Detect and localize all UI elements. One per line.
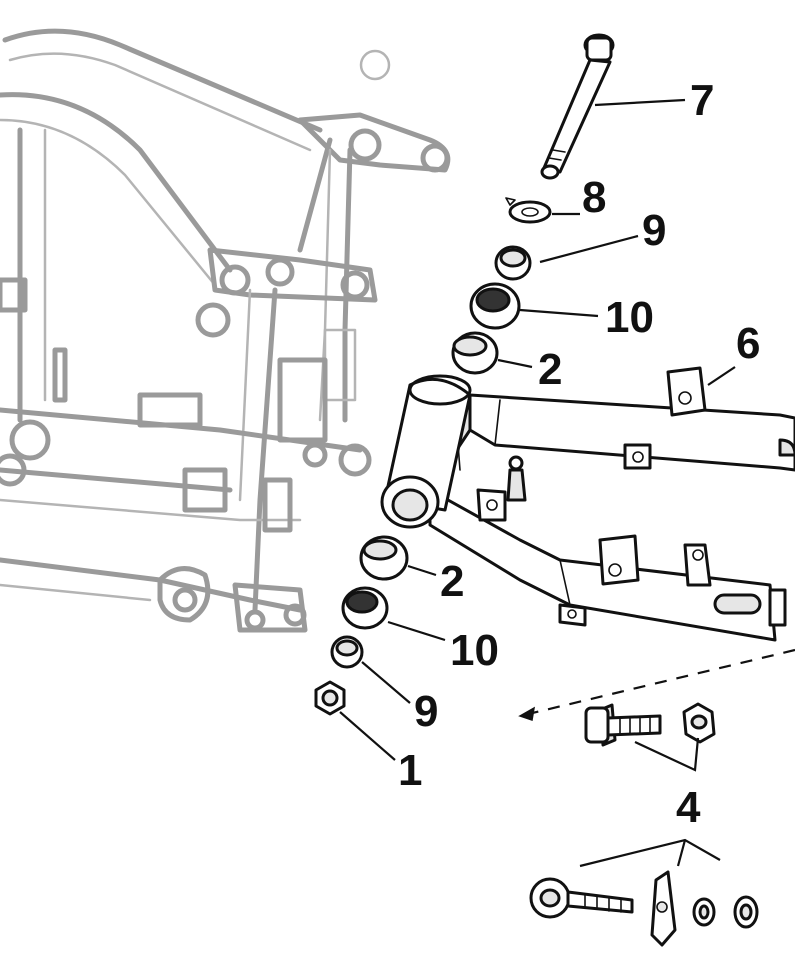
callout-10-upper: 10 bbox=[605, 293, 654, 342]
swing-arm bbox=[380, 366, 795, 642]
bush-10-upper bbox=[469, 282, 521, 330]
leader-lines bbox=[339, 98, 795, 868]
leader-4-mid bbox=[676, 839, 687, 867]
bolt-and-nut-4 bbox=[584, 702, 716, 747]
bearing-bush-2-lower bbox=[359, 535, 409, 581]
callout-10-lower: 10 bbox=[450, 626, 499, 675]
callout-9-lower: 9 bbox=[414, 687, 438, 736]
leader-9-upper bbox=[539, 234, 639, 264]
callout-1: 1 bbox=[398, 746, 422, 795]
leader-6 bbox=[707, 366, 736, 386]
callout-9-upper: 9 bbox=[642, 206, 666, 255]
callout-6: 6 bbox=[736, 319, 760, 368]
pivot-shaft-7 bbox=[540, 33, 615, 180]
spacer-9-lower bbox=[330, 635, 364, 669]
leader-1 bbox=[339, 711, 396, 761]
leader-10-lower bbox=[387, 620, 446, 642]
callout-4: 4 bbox=[676, 783, 701, 832]
dashed-arrowhead bbox=[518, 706, 535, 721]
motorcycle-frame-outline bbox=[0, 28, 451, 633]
dashed-assembly-line bbox=[519, 648, 795, 718]
callout-labels: 7 8 9 10 2 6 2 10 9 1 4 bbox=[398, 76, 760, 832]
leader-4-lower bbox=[579, 838, 721, 868]
lock-washer-8 bbox=[505, 197, 552, 224]
leader-2-lower bbox=[407, 564, 437, 577]
bearing-bush-2-upper bbox=[451, 331, 499, 375]
callout-2-lower: 2 bbox=[440, 557, 464, 606]
leader-9-lower bbox=[361, 661, 411, 704]
callout-2-upper: 2 bbox=[538, 345, 562, 394]
leader-7 bbox=[594, 98, 686, 107]
bush-10-lower bbox=[341, 586, 389, 630]
eyebolt-bracket-washers-4 bbox=[529, 870, 759, 947]
leader-10-upper bbox=[519, 308, 599, 318]
callout-8: 8 bbox=[582, 173, 606, 222]
leader-2-upper bbox=[497, 358, 533, 369]
callout-7: 7 bbox=[690, 76, 714, 125]
spacer-9-upper bbox=[494, 245, 532, 281]
leader-4-upper bbox=[634, 737, 700, 772]
nut-1 bbox=[314, 680, 346, 716]
